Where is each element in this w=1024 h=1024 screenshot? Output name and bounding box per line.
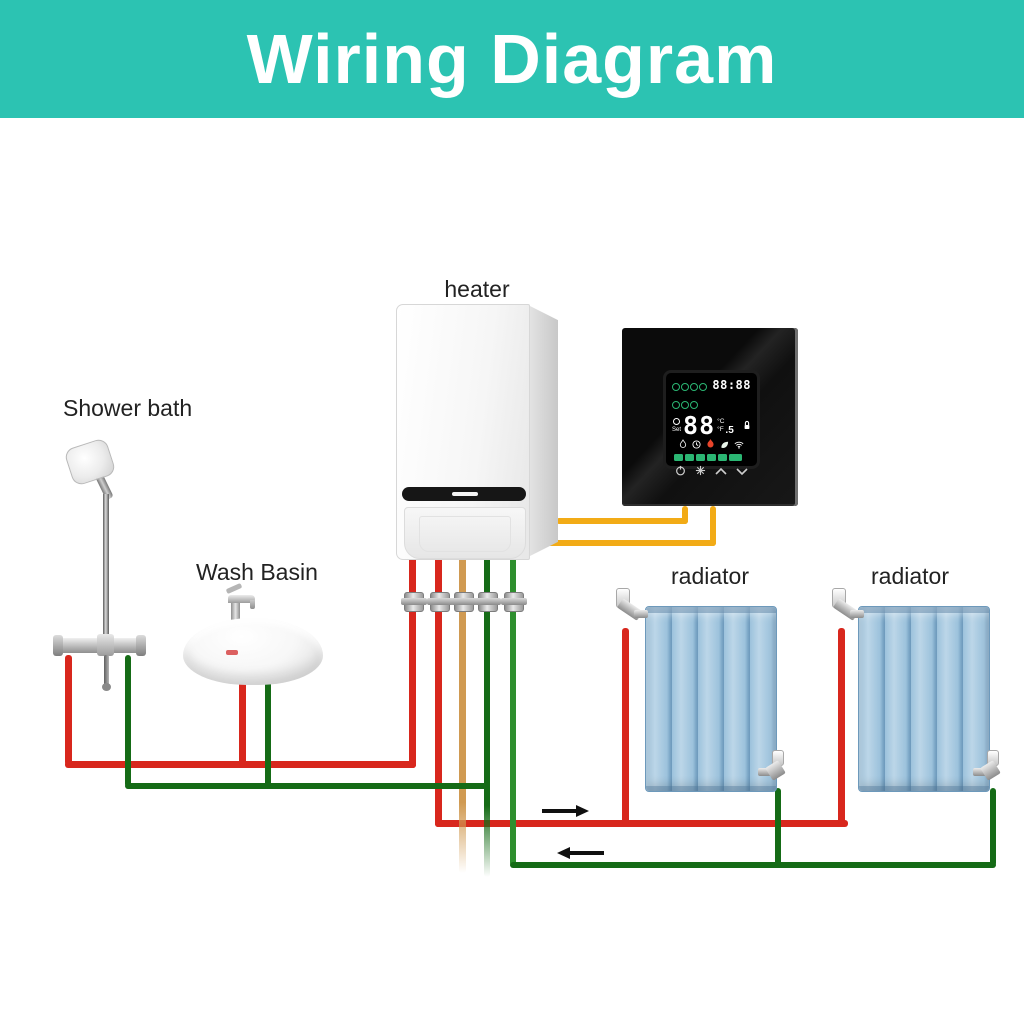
- wash-basin-label: Wash Basin: [196, 559, 318, 585]
- heater-orange-pipe: [459, 552, 466, 873]
- fan-icon: [695, 463, 706, 481]
- chevron-up-icon: [715, 463, 727, 481]
- flame-icon: [679, 436, 687, 454]
- power-icon: [675, 463, 686, 481]
- shower-mixer-cap-right: [136, 635, 146, 656]
- thermostat: 88:88 Set 88 °C °F .5: [622, 328, 798, 506]
- day-indicator-icon: [681, 383, 689, 391]
- period-indicator-row: [672, 454, 751, 462]
- basin-faucet-spout: [228, 595, 255, 609]
- header-banner: Wiring Diagram: [0, 0, 1024, 118]
- radiator-left-outlet-valve: [758, 750, 794, 792]
- thermostat-temperature: 88: [683, 411, 716, 440]
- return-run-left: [125, 783, 489, 789]
- heater-pipe-valve-icon: [475, 592, 501, 612]
- radiator-right: [858, 606, 990, 792]
- shower-bath-label: Shower bath: [63, 395, 193, 421]
- radiator-left-return-pipe: [775, 788, 781, 866]
- shower-hot-pipe: [65, 655, 72, 765]
- heater-pipe-valve-icon: [427, 592, 453, 612]
- period-cell-icon: [729, 454, 742, 462]
- day-indicator-icon: [690, 383, 698, 391]
- radiator-right-outlet-valve: [973, 750, 1009, 792]
- heater-pipe-valve-icon: [401, 592, 427, 612]
- period-cell-icon: [718, 454, 727, 462]
- day-indicator-icon: [681, 401, 689, 409]
- basin-return-pipe: [265, 672, 271, 787]
- heater-hot-pipe-radiators: [435, 552, 442, 827]
- thermostat-time: 88:88: [712, 378, 751, 392]
- day-indicator-icon: [672, 401, 680, 409]
- thermostat-temperature-decimal: .5: [725, 425, 734, 437]
- radiator-right-inlet-valve: [828, 588, 868, 632]
- heater-hot-pipe-left: [409, 552, 416, 768]
- radiator-right-label: radiator: [871, 563, 949, 589]
- heater-return-pipe-left: [484, 552, 490, 877]
- wifi-icon: [734, 436, 744, 454]
- basin-hot-pipe: [239, 668, 246, 766]
- thermostat-wire-1: [682, 506, 688, 524]
- page-title: Wiring Diagram: [246, 20, 778, 98]
- shower-mixer-lever: [102, 655, 111, 691]
- basin-faucet: [231, 601, 240, 628]
- flow-left-arrow: [556, 846, 606, 860]
- thermostat-wire-2-run: [535, 540, 716, 546]
- thermostat-wire-1-run: [556, 518, 688, 524]
- period-cell-icon: [696, 454, 705, 462]
- wash-basin: [183, 618, 323, 685]
- flow-right-arrow: [540, 804, 590, 818]
- thermostat-wire-2: [710, 506, 716, 546]
- radiator-left: [645, 606, 777, 792]
- heater-bottom-door: [404, 507, 526, 559]
- unit-celsius: °C: [717, 417, 725, 425]
- radiator-left-inlet-valve: [612, 588, 652, 632]
- radiator-return-trunk: [510, 862, 996, 868]
- heater-pipe-valve-icon: [451, 592, 477, 612]
- day-indicator-icons: [672, 378, 708, 414]
- shower-mixer-cap-left: [53, 635, 63, 656]
- heater-display-stripe: [402, 487, 526, 501]
- radiator-supply-trunk: [435, 820, 848, 827]
- lock-icon: [743, 417, 751, 435]
- heater-pipe-valve-icon: [501, 592, 527, 612]
- chevron-down-icon: [736, 463, 748, 481]
- radiator-left-label: radiator: [671, 563, 749, 589]
- heat-flame-icon: [706, 436, 715, 454]
- shower-return-pipe: [125, 655, 131, 787]
- radiator-right-return-pipe: [990, 788, 996, 866]
- thermostat-display: 88:88 Set 88 °C °F .5: [663, 370, 760, 476]
- heater-side-panel: [528, 305, 558, 557]
- radiator-left-supply-pipe: [622, 628, 629, 825]
- clock-icon: [692, 436, 701, 454]
- day-indicator-icon: [699, 383, 707, 391]
- leaf-icon: [720, 436, 729, 454]
- day-indicator-icon: [672, 383, 680, 391]
- set-label: Set: [672, 427, 682, 434]
- shower-rail: [103, 494, 109, 646]
- unit-fahrenheit: °F: [717, 425, 724, 433]
- heater-return-pipe-radiators: [510, 552, 516, 866]
- shower-mixer-valve: [97, 634, 114, 656]
- period-cell-icon: [707, 454, 716, 462]
- heater-label: heater: [444, 276, 510, 302]
- radiator-right-supply-pipe: [838, 628, 845, 825]
- shower-head: [63, 437, 117, 487]
- clock-icon: [673, 418, 680, 426]
- period-cell-icon: [685, 454, 694, 462]
- period-cell-icon: [674, 454, 683, 462]
- day-indicator-icon: [690, 401, 698, 409]
